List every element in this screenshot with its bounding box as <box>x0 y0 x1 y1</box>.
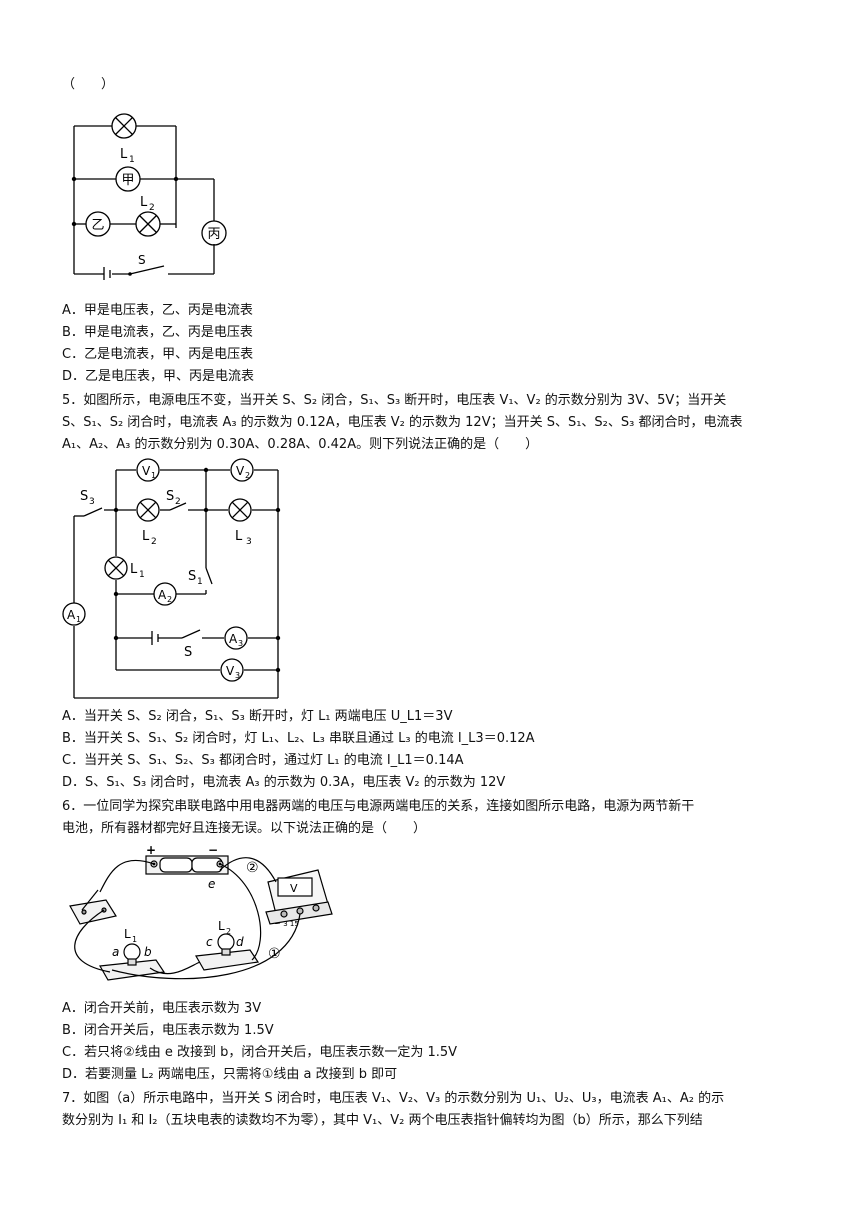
q5-option-b: B．当开关 S、S₁、S₂ 闭合时，灯 L₁、L₂、L₃ 串联且通过 L₃ 的电… <box>62 731 535 746</box>
q5-a1-label: A <box>67 608 76 622</box>
q5-s1-label: S <box>188 569 196 584</box>
q6-battery-minus: − <box>208 843 218 857</box>
q6-option-b: B．闭合开关后，电压表示数为 1.5V <box>62 1023 274 1038</box>
q5-l3-label: L <box>235 529 243 544</box>
q4-l2-label: L <box>140 195 148 210</box>
q4-switch-label: S <box>138 253 146 267</box>
q5-option-c: C．当开关 S、S₁、S₂、S₃ 都闭合时，通过灯 L₁ 的电流 I_L1＝0.… <box>62 753 464 768</box>
q6-point-e: e <box>208 877 215 891</box>
q6-l1-label: L <box>124 927 131 941</box>
q4-l1-label: L <box>120 147 128 162</box>
q6-stem-line-1: 6．一位同学为探究串联电路中用电器两端的电压与电源两端电压的关系，连接如图所示电… <box>62 799 695 814</box>
q4-meter-bing: 丙 <box>207 227 220 242</box>
q6-circuit-figure: + − e ② ① V － 3 15 L 1 L 2 a b c d <box>69 843 333 981</box>
q6-option-c: C．若只将②线由 e 改接到 b，闭合开关后，电压表示数一定为 1.5V <box>62 1045 458 1060</box>
q5-a2-label: A <box>158 588 167 602</box>
q6-option-d: D．若要测量 L₂ 两端电压，只需将①线由 a 改接到 b 即可 <box>62 1067 398 1082</box>
q6-option-a: A．闭合开关前，电压表示数为 3V <box>62 1001 262 1016</box>
q6-wire-2-label: ② <box>246 860 259 876</box>
q5-a3-label: A <box>229 632 238 646</box>
q5-l1-label: L <box>130 562 138 577</box>
svg-text:1: 1 <box>76 615 81 624</box>
q6-battery-plus: + <box>146 843 156 857</box>
q7-stem-line-1: 7．如图（a）所示电路中，当开关 S 闭合时，电压表 V₁、V₂、V₃ 的示数分… <box>62 1091 725 1106</box>
q4-meter-yi: 乙 <box>91 218 104 233</box>
q5-option-d: D．S、S₁、S₃ 闭合时，电流表 A₃ 的示数为 0.3A，电压表 V₂ 的示… <box>62 775 506 790</box>
svg-text:3: 3 <box>246 537 252 547</box>
q4-option-a: A．甲是电压表，乙、丙是电流表 <box>62 303 253 318</box>
q6-stem-line-2: 电池，所有器材都完好且连接无误。以下说法正确的是（ ） <box>62 821 427 836</box>
q5-s3-label: S <box>80 489 88 504</box>
q6-point-b: b <box>144 945 152 959</box>
svg-text:2: 2 <box>149 203 155 213</box>
svg-text:1: 1 <box>151 471 156 480</box>
q5-l2-label: L <box>142 529 150 544</box>
q5-circuit-figure: V 1 V 2 A 1 A 2 A 3 V 3 S 3 S 2 S 1 S L … <box>62 458 281 699</box>
q4-option-b: B．甲是电流表，乙、丙是电压表 <box>62 325 253 340</box>
q6-point-c: c <box>206 935 213 949</box>
q5-v1-label: V <box>142 464 151 478</box>
q4-option-d: D．乙是电压表，甲、丙是电流表 <box>62 369 255 384</box>
q5-stem-line-3: A₁、A₂、A₃ 的示数分别为 0.30A、0.28A、0.42A。则下列说法正… <box>62 437 539 452</box>
q5-s-label: S <box>184 645 192 660</box>
svg-text:1: 1 <box>132 935 137 944</box>
svg-text:2: 2 <box>226 927 231 936</box>
q4-answer-bracket: （ ） <box>62 77 115 92</box>
svg-text:2: 2 <box>167 595 172 604</box>
q6-voltmeter-terminals: － 3 15 <box>274 920 299 928</box>
q4-meter-jia: 甲 <box>121 173 134 188</box>
q5-stem-line-2: S、S₁、S₂ 闭合时，电流表 A₃ 的示数为 0.12A，电压表 V₂ 的示数… <box>62 415 743 430</box>
q4-circuit-figure: L 1 L 2 甲 乙 丙 S <box>71 113 227 280</box>
svg-text:2: 2 <box>175 497 181 507</box>
svg-text:2: 2 <box>245 471 250 480</box>
svg-text:3: 3 <box>235 671 240 680</box>
svg-text:3: 3 <box>238 639 243 648</box>
q6-wire-1-label: ① <box>268 946 281 962</box>
q4-option-c: C．乙是电流表，甲、丙是电压表 <box>62 347 254 362</box>
svg-text:1: 1 <box>139 570 145 580</box>
q5-v3-label: V <box>226 664 235 678</box>
svg-text:1: 1 <box>197 577 203 587</box>
svg-text:2: 2 <box>151 537 157 547</box>
q6-l2-label: L <box>218 919 225 933</box>
q5-v2-label: V <box>236 464 245 478</box>
svg-text:1: 1 <box>129 155 135 165</box>
q5-option-a: A．当开关 S、S₂ 闭合，S₁、S₃ 断开时，灯 L₁ 两端电压 U_L1＝3… <box>62 709 453 724</box>
q5-s2-label: S <box>166 489 174 504</box>
svg-text:3: 3 <box>89 497 95 507</box>
q6-point-d: d <box>236 935 244 949</box>
q5-stem-line-1: 5．如图所示，电源电压不变，当开关 S、S₂ 闭合，S₁、S₃ 断开时，电压表 … <box>62 393 727 408</box>
q6-voltmeter-label: V <box>290 882 298 895</box>
q6-point-a: a <box>112 945 119 959</box>
q7-stem-line-2: 数分别为 I₁ 和 I₂（五块电表的读数均不为零），其中 V₁、V₂ 两个电压表… <box>62 1113 703 1128</box>
